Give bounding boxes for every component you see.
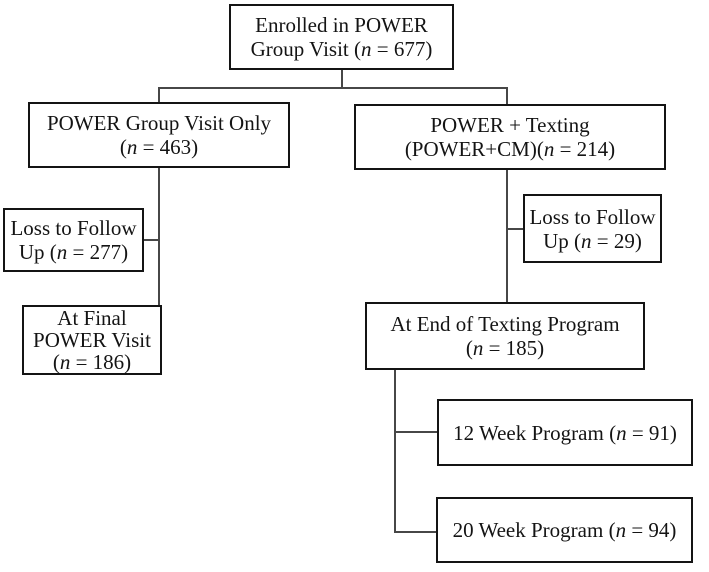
- label-line-part: Group Visit (: [250, 37, 361, 61]
- connector-right-loss-stub: [506, 228, 523, 230]
- node-loss-to-follow-up-left: Loss to Follow Up (n = 277): [3, 208, 144, 272]
- label-line: Enrolled in POWER: [255, 13, 428, 37]
- label-line-part: (: [465, 336, 473, 360]
- node-loss-to-follow-up-right: Loss to Follow Up (n = 29): [523, 194, 662, 263]
- node-at-final-power-visit: At Final POWER Visit (n = 186): [22, 305, 162, 375]
- node-power-plus-texting-label: POWER + Texting (POWER+CM)(n = 214): [405, 113, 615, 161]
- n-symbol: n: [543, 137, 555, 161]
- label-line-part: 12 Week Program (: [453, 420, 617, 445]
- label-line-part: (: [52, 350, 60, 374]
- node-power-group-visit-only: POWER Group Visit Only (n = 463): [28, 102, 290, 168]
- node-20-week-program-label: 20 Week Program (n = 94): [453, 518, 677, 542]
- n-symbol: n: [126, 135, 138, 159]
- n-symbol: n: [615, 518, 627, 542]
- label-line-part: (: [119, 135, 127, 159]
- label-line-part: = 463): [137, 135, 199, 159]
- connector-12week-stub: [394, 431, 437, 433]
- label-line-part: = 94): [626, 518, 677, 542]
- label-line-part: = 185): [483, 336, 545, 360]
- connector-left-loss-stub: [144, 239, 160, 241]
- label-line-part: Up (: [543, 228, 582, 253]
- label-line-part: = 214): [554, 137, 616, 161]
- label-line: POWER Visit: [33, 328, 151, 352]
- connector-bottom-trunk: [394, 370, 396, 533]
- n-symbol: n: [59, 350, 71, 374]
- node-loss-to-follow-up-right-label: Loss to Follow Up (n = 29): [529, 205, 655, 253]
- label-line-part: Up (: [18, 240, 57, 264]
- label-line: Loss to Follow: [529, 204, 656, 229]
- node-12-week-program: 12 Week Program (n = 91): [437, 399, 693, 466]
- connector-left-drop: [158, 87, 160, 104]
- label-line: POWER Group Visit Only: [46, 111, 272, 135]
- node-at-end-of-texting-program-label: At End of Texting Program (n = 185): [390, 312, 619, 360]
- label-line-part: = 29): [591, 228, 642, 253]
- label-line-part: (POWER+CM)(: [404, 137, 544, 161]
- node-power-group-visit-only-label: POWER Group Visit Only (n = 463): [47, 111, 271, 159]
- label-line-part: 20 Week Program (: [452, 518, 616, 542]
- label-line: At End of Texting Program: [390, 312, 620, 336]
- node-at-final-power-visit-label: At Final POWER Visit (n = 186): [33, 307, 151, 373]
- node-20-week-program: 20 Week Program (n = 94): [436, 497, 693, 563]
- label-line: Loss to Follow: [10, 216, 137, 240]
- n-symbol: n: [472, 336, 484, 360]
- n-symbol: n: [616, 420, 627, 445]
- connector-right-drop: [506, 87, 508, 106]
- connector-top-stem: [341, 70, 343, 88]
- connector-left-trunk: [158, 168, 160, 305]
- n-symbol: n: [581, 228, 592, 253]
- n-symbol: n: [361, 37, 372, 61]
- node-at-end-of-texting-program: At End of Texting Program (n = 185): [365, 302, 645, 370]
- node-loss-to-follow-up-left-label: Loss to Follow Up (n = 277): [10, 216, 136, 264]
- connector-main-horizontal: [158, 87, 508, 89]
- node-power-plus-texting: POWER + Texting (POWER+CM)(n = 214): [354, 104, 666, 170]
- label-line: At Final: [57, 306, 127, 330]
- label-line-part: = 677): [371, 37, 433, 61]
- n-symbol: n: [56, 240, 68, 264]
- node-enrolled-label: Enrolled in POWER Group Visit (n = 677): [251, 13, 433, 61]
- label-line-part: = 277): [67, 240, 129, 264]
- node-12-week-program-label: 12 Week Program (n = 91): [453, 421, 677, 445]
- connector-right-trunk: [506, 170, 508, 302]
- connector-20week-stub: [394, 531, 437, 533]
- label-line-part: = 186): [70, 350, 132, 374]
- label-line-part: = 91): [626, 420, 677, 445]
- label-line: POWER + Texting: [430, 113, 590, 137]
- node-enrolled: Enrolled in POWER Group Visit (n = 677): [229, 4, 454, 70]
